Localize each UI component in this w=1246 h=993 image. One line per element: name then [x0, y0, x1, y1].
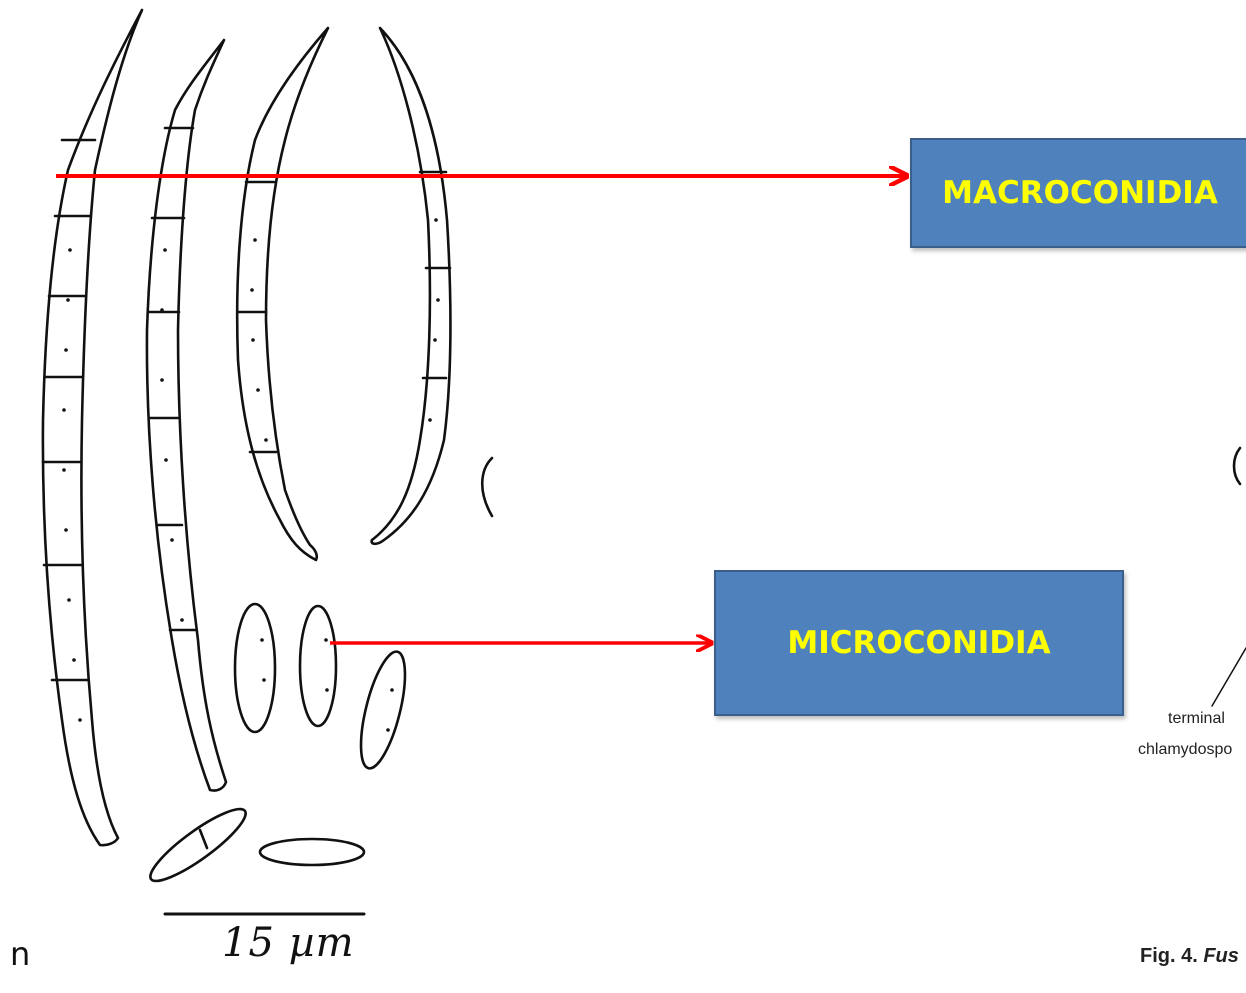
- figure-caption-italic: Fus: [1203, 945, 1239, 967]
- figure-caption-prefix: Fig. 4.: [1140, 945, 1203, 967]
- scale-bar-label: 15 µm: [222, 920, 355, 966]
- corner-mark: n: [10, 935, 30, 973]
- chlamydospore-label: chlamydospo: [1138, 741, 1232, 759]
- microconidia-label: MICROCONIDIA: [787, 625, 1050, 661]
- macroconidia-label: MACROCONIDIA: [942, 173, 1218, 213]
- macroconidia-label-box: MACROCONIDIA: [910, 138, 1246, 248]
- microconidia-label-box: MICROCONIDIA: [714, 570, 1124, 716]
- figure-caption: Fig. 4. Fus: [1140, 945, 1239, 968]
- terminal-label: terminal: [1168, 710, 1225, 728]
